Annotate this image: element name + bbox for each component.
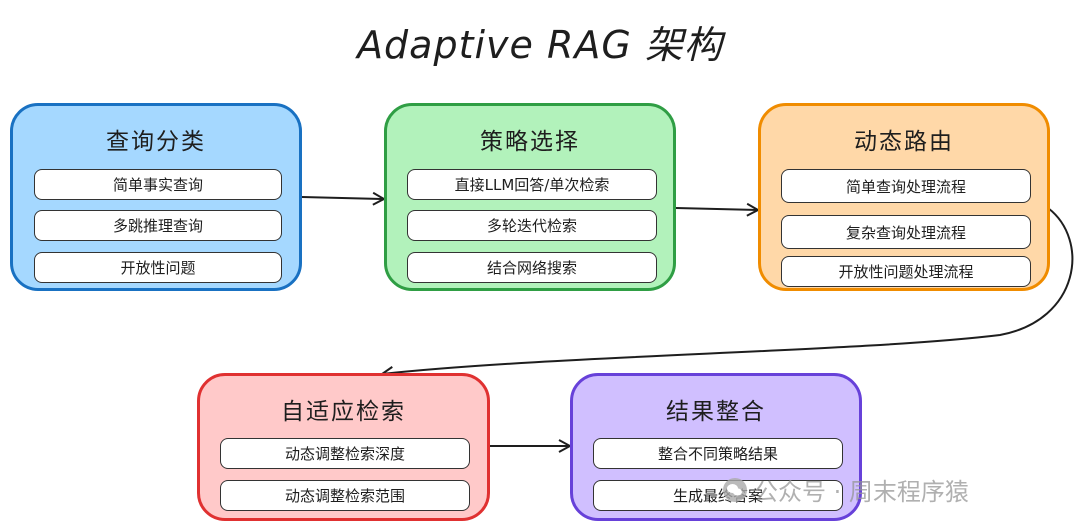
box-title: 自适应检索	[281, 399, 406, 425]
box-title: 策略选择	[480, 129, 580, 155]
item-adjust-depth: 动态调整检索深度	[220, 438, 470, 469]
dynamic-routing-box: 动态路由 简单查询处理流程 复杂查询处理流程 开放性问题处理流程	[758, 103, 1050, 291]
item-web-search: 结合网络搜索	[407, 252, 657, 283]
wechat-icon	[723, 477, 747, 502]
watermark: 公众号 · 周末程序猿	[722, 472, 969, 507]
item-direct-llm: 直接LLM回答/单次检索	[407, 169, 657, 200]
item-adjust-range: 动态调整检索范围	[220, 480, 470, 511]
adaptive-retrieval-box: 自适应检索 动态调整检索深度 动态调整检索范围	[197, 373, 490, 521]
arrow-routing-to-adaptive	[382, 207, 1074, 374]
strategy-selection-box: 策略选择 直接LLM回答/单次检索 多轮迭代检索 结合网络搜索	[384, 103, 676, 291]
box-title: 结果整合	[666, 399, 766, 425]
watermark-text: 公众号 · 周末程序猿	[754, 478, 969, 506]
item-simple-fact-query: 简单事实查询	[34, 169, 282, 200]
arrow-strategy-to-routing	[675, 208, 758, 210]
item-open-question: 开放性问题	[34, 252, 282, 283]
arrow-classify-to-strategy	[301, 197, 384, 199]
item-simple-flow: 简单查询处理流程	[781, 169, 1031, 203]
item-multi-round-retrieval: 多轮迭代检索	[407, 210, 657, 241]
item-complex-flow: 复杂查询处理流程	[781, 215, 1031, 249]
result-integration-box: 结果整合 整合不同策略结果 生成最终答案	[570, 373, 862, 521]
query-classification-box: 查询分类 简单事实查询 多跳推理查询 开放性问题	[10, 103, 302, 291]
box-title: 查询分类	[106, 129, 206, 155]
item-multihop-query: 多跳推理查询	[34, 210, 282, 241]
item-open-flow: 开放性问题处理流程	[781, 256, 1031, 287]
item-final-answer: 生成最终答案	[593, 480, 843, 511]
page-title: Adaptive RAG 架构	[357, 23, 723, 67]
item-merge-results: 整合不同策略结果	[593, 438, 843, 469]
box-title: 动态路由	[854, 129, 954, 155]
